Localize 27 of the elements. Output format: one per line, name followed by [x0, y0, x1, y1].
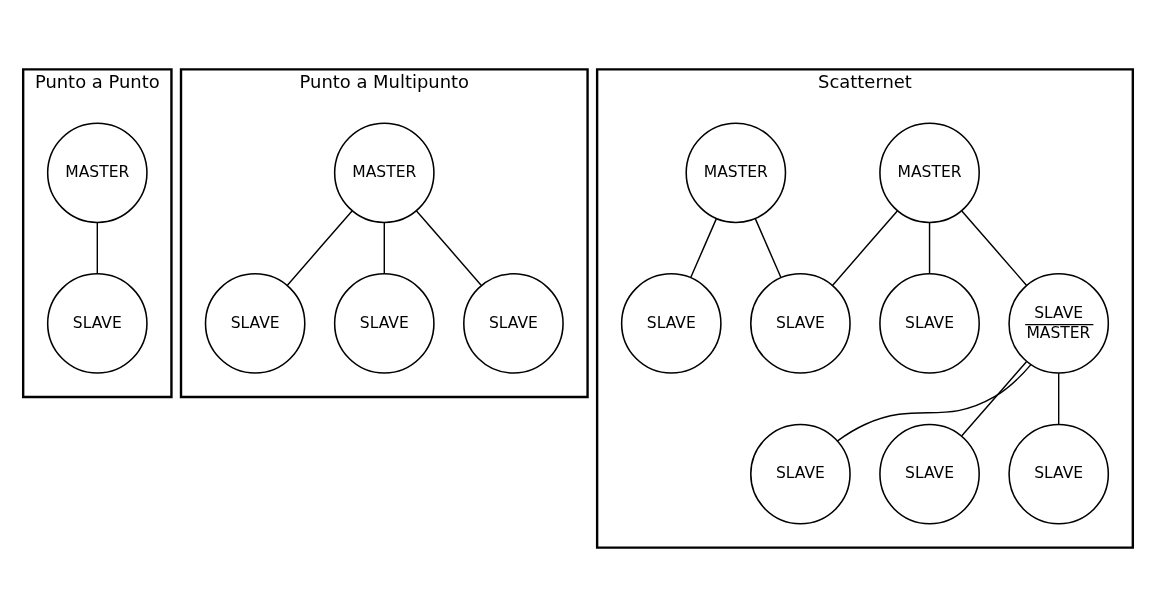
connector: [415, 209, 482, 286]
connector: [961, 209, 1028, 286]
node-circle: MASTER: [46, 121, 148, 223]
node-circle: SLAVE: [333, 272, 435, 374]
connector: [928, 221, 931, 274]
connector: [836, 363, 1032, 441]
connector: [754, 217, 782, 278]
node-circle: SLAVE: [1008, 423, 1110, 524]
node-circle: SLAVE: [879, 272, 980, 374]
node-circle: SLAVE: [46, 272, 148, 374]
connector: [286, 209, 353, 286]
node-circle: SLAVE: [463, 272, 564, 374]
connector: [1057, 371, 1060, 425]
node-circle: SLAVE: [620, 272, 722, 374]
node-circle: MASTER: [333, 121, 435, 223]
connector: [96, 221, 99, 274]
node-circle: SLAVE: [204, 272, 306, 374]
connector: [383, 221, 385, 274]
connector: [690, 217, 717, 278]
connector: [832, 209, 898, 286]
connector: [961, 360, 1028, 437]
node-circle: SLAVE: [879, 423, 980, 524]
node-circle: SLAVE MASTER: [1008, 272, 1110, 374]
node-circle: SLAVE: [750, 423, 851, 524]
node-circle: MASTER: [879, 121, 980, 223]
node-circle: MASTER: [685, 121, 787, 223]
node-circle: SLAVE: [750, 272, 851, 374]
